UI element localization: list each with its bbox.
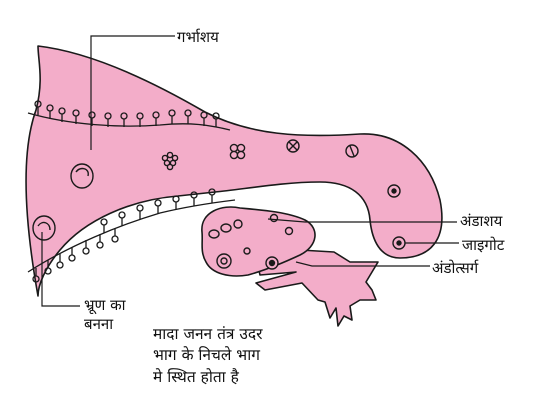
ovary-label: अंडाशय [460, 212, 502, 231]
blastocyst [71, 164, 93, 188]
two-cell-stage [287, 140, 299, 152]
fertilized-egg [346, 145, 358, 157]
caption-line3: मे स्थित होता है [153, 367, 262, 388]
caption-line1: मादा जनन तंत्र उदर [153, 324, 262, 345]
embryo-formation-label: भ्रूण का बनना [84, 296, 126, 334]
zygote-label: जाइगोट [462, 236, 504, 255]
implanted-embryo [33, 216, 55, 240]
uterus-label: गर्भाशय [177, 28, 219, 47]
caption-line2: भाग के निचले भाग [153, 345, 262, 366]
caption: मादा जनन तंत्र उदर भाग के निचले भाग मे स… [153, 324, 262, 388]
ovulation-label: अंडोत्सर्ग [432, 259, 478, 278]
embryo-label-line1: भ्रूण का [84, 296, 126, 315]
embryo-label-line2: बनना [84, 315, 126, 334]
